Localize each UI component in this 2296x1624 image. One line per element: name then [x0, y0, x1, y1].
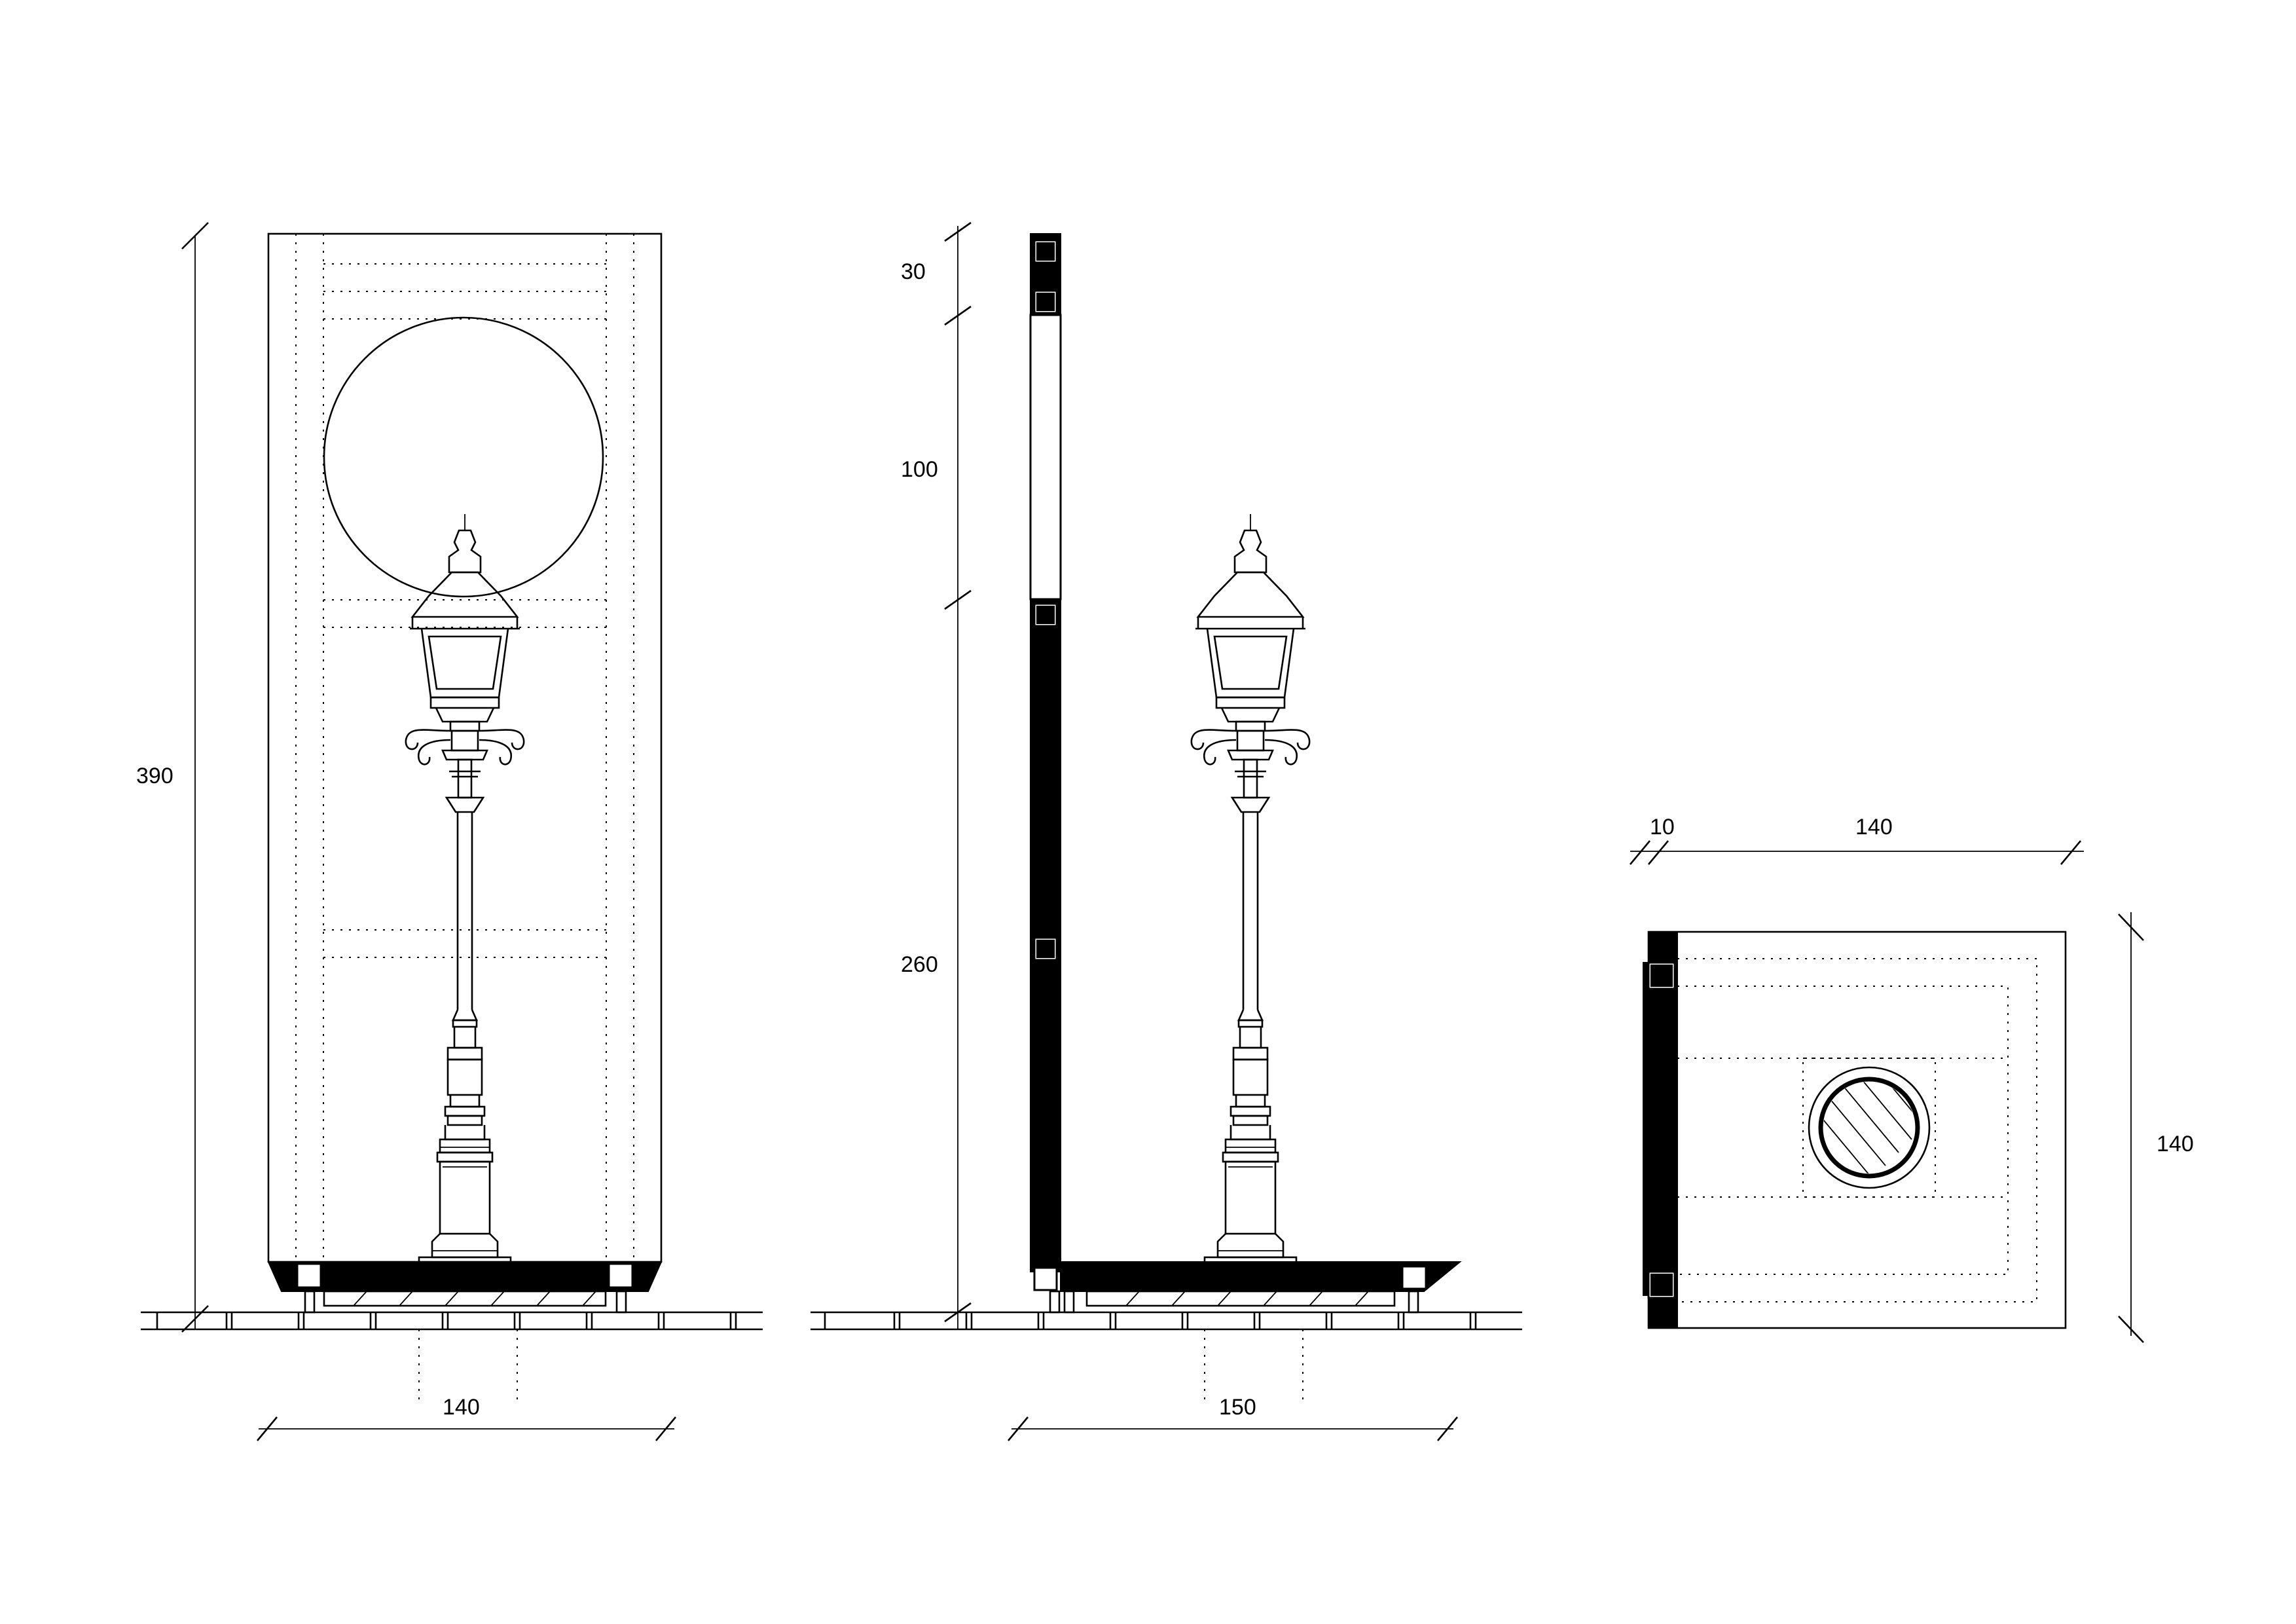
dim-front-height: 390 [136, 764, 173, 788]
dim-side-width: 150 [1219, 1395, 1256, 1420]
front-lamppost [405, 513, 525, 1265]
front-view: 390 140 [136, 222, 763, 1441]
plan-view: 10 140 140 [1630, 815, 2194, 1343]
dim-side-top: 30 [901, 259, 926, 284]
dim-front-width: 140 [443, 1395, 480, 1420]
dim-side-panel: 100 [901, 457, 938, 482]
side-view: 30 100 260 150 [811, 221, 1522, 1441]
dim-plan-wall: 10 [1650, 815, 1675, 840]
dim-plan-width: 140 [1855, 815, 1893, 840]
dim-side-lower: 260 [901, 952, 938, 977]
side-lamppost [1190, 513, 1311, 1265]
pole-section [1808, 1066, 1931, 1189]
round-window [323, 316, 604, 598]
dim-plan-depth: 140 [2157, 1132, 2194, 1156]
